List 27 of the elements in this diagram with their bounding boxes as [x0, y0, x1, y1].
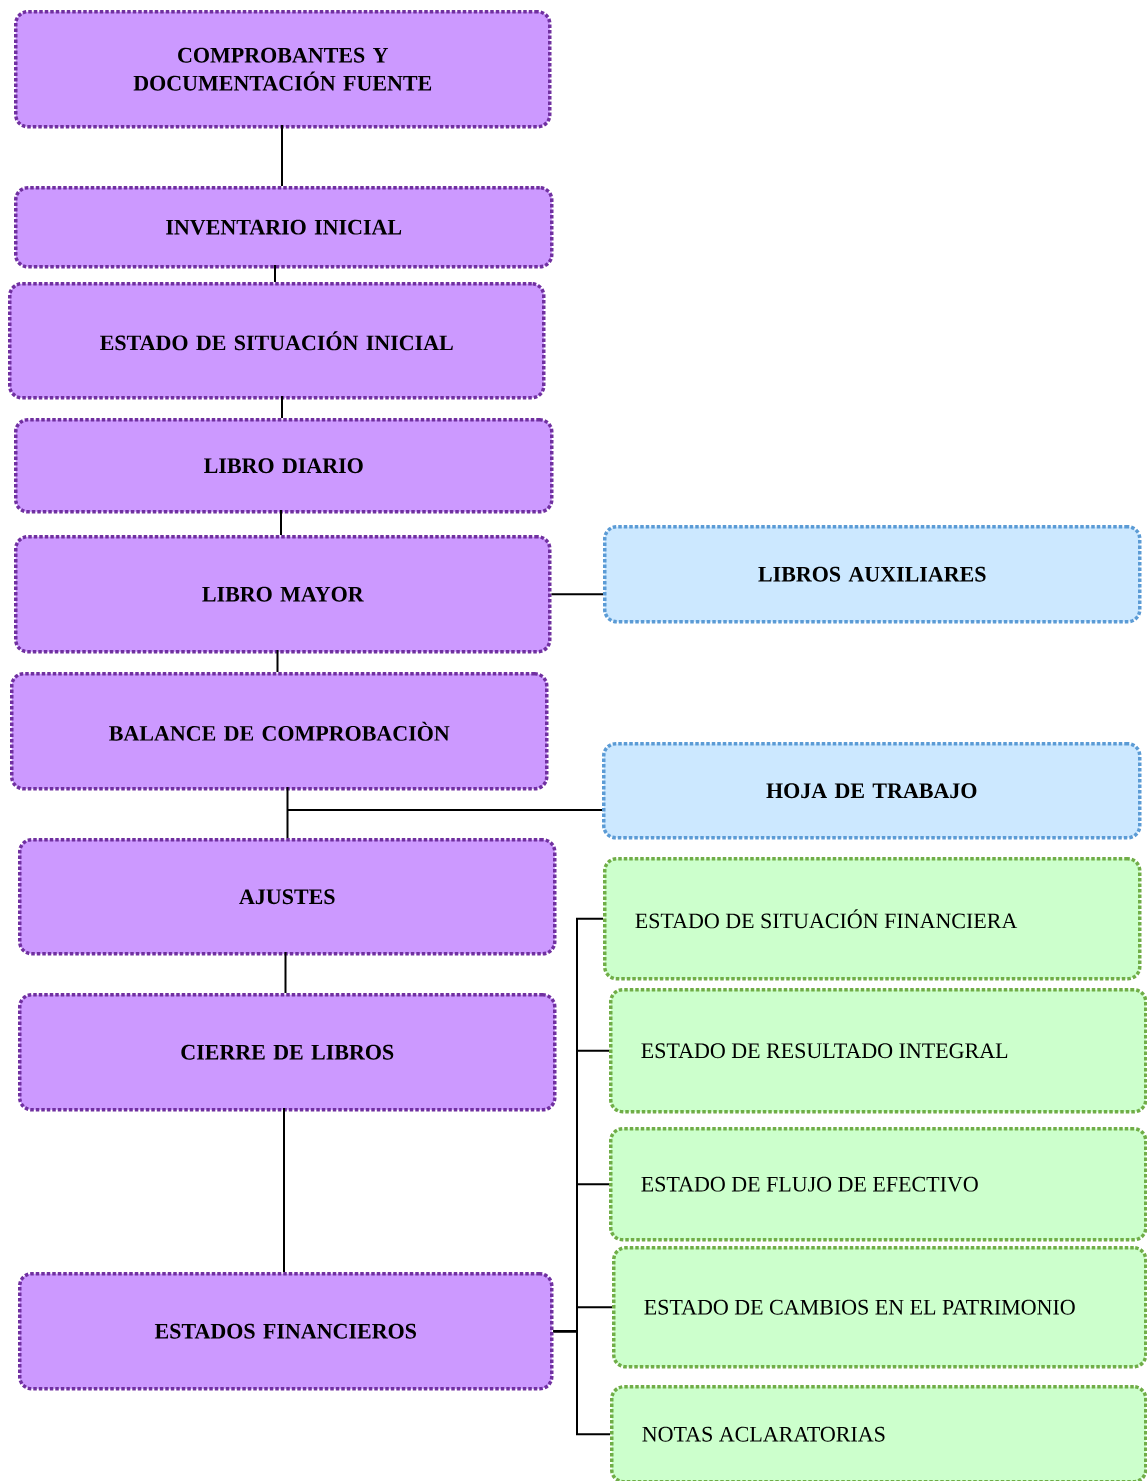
- connector-line: [281, 124, 283, 187]
- statement-box: ESTADO DE SITUACIÓN FINANCIERA: [603, 857, 1142, 981]
- process-box: LIBRO DIARIO: [14, 418, 554, 514]
- connector-line: [284, 951, 287, 994]
- statement-box: ESTADO DE CAMBIOS EN EL PATRIMONIO: [612, 1246, 1147, 1369]
- process-box: HOJA DE TRABAJO: [602, 742, 1142, 840]
- connector-line: [274, 264, 276, 283]
- process-box: LIBROS AUXILIARES: [603, 525, 1142, 624]
- process-box: LIBRO MAYOR: [14, 535, 552, 654]
- connector-line: [283, 1107, 285, 1273]
- statement-box: ESTADO DE RESULTADO INTEGRAL: [609, 988, 1147, 1114]
- statement-box: ESTADO DE FLUJO DE EFECTIVO: [609, 1127, 1147, 1242]
- connector-line: [276, 649, 279, 673]
- connector-line: [286, 809, 603, 811]
- process-box: ESTADOS FINANCIEROS: [18, 1272, 554, 1391]
- connector-line: [286, 786, 289, 839]
- connector-line: [281, 395, 283, 419]
- connector-line: [550, 593, 604, 596]
- process-box: AJUSTES: [18, 838, 557, 956]
- statement-box: NOTAS ACLARATORIAS: [610, 1385, 1147, 1481]
- connector-line: [280, 509, 282, 536]
- process-box: INVENTARIO INICIAL: [14, 186, 554, 269]
- connector-line: [552, 1330, 611, 1436]
- process-box: COMPROBANTES Y DOCUMENTACIÓN FUENTE: [14, 10, 552, 129]
- process-box: BALANCE DE COMPROBACIÒN: [10, 672, 549, 791]
- process-box: CIERRE DE LIBROS: [18, 993, 557, 1112]
- process-box: ESTADO DE SITUACIÓN INICIAL: [8, 282, 546, 400]
